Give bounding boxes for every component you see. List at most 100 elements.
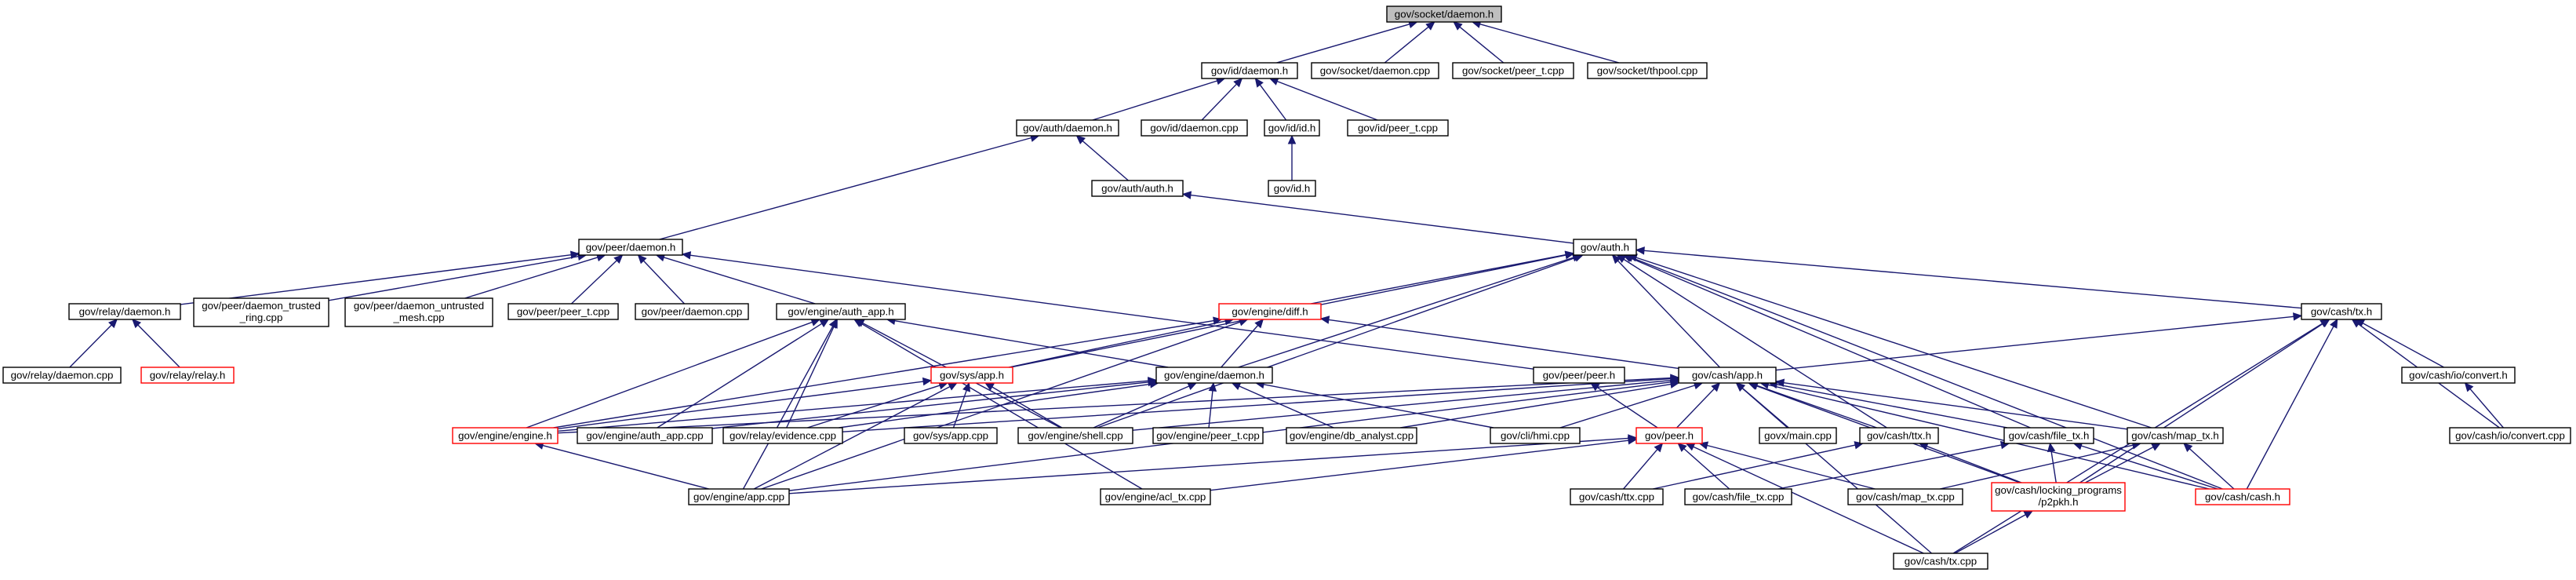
node-box[interactable] — [1311, 62, 1439, 79]
graph-node-n4[interactable]: gov/socket/peer_t.cpp — [1452, 62, 1574, 79]
graph-node-n38[interactable]: gov/cash/ttx.h — [1859, 427, 1939, 444]
graph-node-n27[interactable]: gov/cash/app.h — [1678, 367, 1777, 384]
node-box[interactable] — [1091, 180, 1184, 197]
graph-node-n45[interactable]: gov/cash/ttx.cpp — [1570, 488, 1664, 505]
node-box[interactable] — [452, 427, 558, 444]
node-box[interactable] — [1268, 180, 1316, 197]
node-box[interactable] — [1218, 303, 1322, 320]
graph-node-n32[interactable]: gov/sys/app.cpp — [904, 427, 998, 444]
graph-node-n44[interactable]: gov/engine/acl_tx.cpp — [1100, 488, 1211, 505]
graph-node-n17[interactable]: gov/peer/peer_t.cpp — [508, 303, 619, 320]
graph-node-n5[interactable]: gov/socket/thpool.cpp — [1587, 62, 1708, 79]
graph-node-n13[interactable]: gov/auth.h — [1573, 239, 1637, 256]
node-box[interactable] — [1847, 488, 1963, 505]
node-box[interactable] — [1347, 119, 1449, 137]
graph-node-n46[interactable]: gov/cash/file_tx.cpp — [1684, 488, 1792, 505]
graph-node-n37[interactable]: govx/main.cpp — [1759, 427, 1837, 444]
graph-node-n20[interactable]: gov/engine/diff.h — [1218, 303, 1322, 320]
node-box[interactable] — [2127, 427, 2224, 444]
graph-node-n11[interactable]: gov/id.h — [1268, 180, 1316, 197]
node-box[interactable] — [1490, 427, 1581, 444]
graph-node-n8[interactable]: gov/id/id.h — [1264, 119, 1320, 137]
node-box[interactable] — [904, 427, 998, 444]
node-box[interactable] — [2401, 367, 2516, 384]
graph-node-n50[interactable]: gov/cash/tx.cpp — [1893, 553, 1988, 570]
node-box[interactable] — [140, 367, 235, 384]
node-box[interactable] — [2003, 427, 2094, 444]
node-box[interactable] — [1452, 62, 1574, 79]
graph-node-n3[interactable]: gov/socket/daemon.cpp — [1311, 62, 1439, 79]
graph-node-n19[interactable]: gov/engine/auth_app.h — [776, 303, 906, 320]
node-box[interactable] — [2195, 488, 2290, 505]
graph-node-n16[interactable]: gov/peer/daemon_untrusted_mesh.cpp — [344, 297, 493, 327]
graph-node-n48[interactable]: gov/cash/locking_programs/p2pkh.h — [1991, 482, 2126, 512]
node-box[interactable] — [577, 427, 713, 444]
node-box[interactable] — [930, 367, 1013, 384]
node-box[interactable] — [1635, 427, 1703, 444]
graph-node-n40[interactable]: gov/cash/map_tx.h — [2127, 427, 2224, 444]
node-box[interactable] — [1141, 119, 1248, 137]
graph-node-n29[interactable]: gov/engine/engine.h — [452, 427, 558, 444]
graph-node-n36[interactable]: gov/cli/hmi.cpp — [1490, 427, 1581, 444]
graph-node-n6[interactable]: gov/auth/daemon.h — [1016, 119, 1119, 137]
graph-node-n15[interactable]: gov/peer/daemon_trusted_ring.cpp — [193, 297, 329, 327]
node-box[interactable] — [1570, 488, 1664, 505]
node-box[interactable] — [1152, 427, 1264, 444]
graph-node-n31[interactable]: gov/relay/evidence.cpp — [722, 427, 843, 444]
node-box[interactable] — [2301, 303, 2382, 320]
node-box[interactable] — [1286, 427, 1417, 444]
graph-node-n2[interactable]: gov/id/daemon.h — [1201, 62, 1298, 79]
graph-node-n30[interactable]: gov/engine/auth_app.cpp — [577, 427, 713, 444]
graph-node-n25[interactable]: gov/engine/daemon.h — [1155, 367, 1273, 384]
node-box[interactable] — [1201, 62, 1298, 79]
node-box[interactable] — [2, 367, 122, 384]
graph-node-n34[interactable]: gov/engine/peer_t.cpp — [1152, 427, 1264, 444]
node-box[interactable] — [1386, 5, 1502, 23]
node-box[interactable] — [1264, 119, 1320, 137]
node-box[interactable] — [635, 303, 749, 320]
node-box[interactable] — [193, 297, 329, 327]
node-box[interactable] — [344, 297, 493, 327]
graph-node-n23[interactable]: gov/relay/relay.h — [140, 367, 235, 384]
node-box[interactable] — [1017, 427, 1133, 444]
node-box[interactable] — [1016, 119, 1119, 137]
node-box[interactable] — [1533, 367, 1625, 384]
graph-node-n41[interactable]: gov/cash/io/convert.cpp — [2449, 427, 2571, 444]
node-box[interactable] — [1587, 62, 1708, 79]
graph-node-n47[interactable]: gov/cash/map_tx.cpp — [1847, 488, 1963, 505]
node-box[interactable] — [722, 427, 843, 444]
graph-node-n18[interactable]: gov/peer/daemon.cpp — [635, 303, 749, 320]
graph-node-n42[interactable]: gov/peer.h — [1635, 427, 1703, 444]
graph-node-n22[interactable]: gov/relay/daemon.cpp — [2, 367, 122, 384]
graph-node-n28[interactable]: gov/cash/io/convert.h — [2401, 367, 2516, 384]
node-box[interactable] — [68, 303, 181, 320]
node-box[interactable] — [1155, 367, 1273, 384]
graph-node-n7[interactable]: gov/id/daemon.cpp — [1141, 119, 1248, 137]
graph-node-n21[interactable]: gov/cash/tx.h — [2301, 303, 2382, 320]
node-box[interactable] — [578, 239, 683, 256]
node-box[interactable] — [1859, 427, 1939, 444]
node-box[interactable] — [1678, 367, 1777, 384]
node-box[interactable] — [508, 303, 619, 320]
graph-node-n49[interactable]: gov/cash/cash.h — [2195, 488, 2290, 505]
node-box[interactable] — [1991, 482, 2126, 512]
node-box[interactable] — [1573, 239, 1637, 256]
graph-node-n9[interactable]: gov/id/peer_t.cpp — [1347, 119, 1449, 137]
node-box[interactable] — [1684, 488, 1792, 505]
node-box[interactable] — [1893, 553, 1988, 570]
graph-node-n26[interactable]: gov/peer/peer.h — [1533, 367, 1625, 384]
node-box[interactable] — [2449, 427, 2571, 444]
node-box[interactable] — [1759, 427, 1837, 444]
graph-node-n33[interactable]: gov/engine/shell.cpp — [1017, 427, 1133, 444]
graph-node-n24[interactable]: gov/sys/app.h — [930, 367, 1013, 384]
graph-node-n14[interactable]: gov/relay/daemon.h — [68, 303, 181, 320]
graph-node-n12[interactable]: gov/peer/daemon.h — [578, 239, 683, 256]
graph-node-n10[interactable]: gov/auth/auth.h — [1091, 180, 1184, 197]
graph-node-n43[interactable]: gov/engine/app.cpp — [688, 488, 790, 505]
graph-node-n39[interactable]: gov/cash/file_tx.h — [2003, 427, 2094, 444]
node-box[interactable] — [688, 488, 790, 505]
node-box[interactable] — [1100, 488, 1211, 505]
graph-node-n1[interactable]: gov/socket/daemon.h — [1386, 5, 1502, 23]
graph-node-n35[interactable]: gov/engine/db_analyst.cpp — [1286, 427, 1417, 444]
node-box[interactable] — [776, 303, 906, 320]
